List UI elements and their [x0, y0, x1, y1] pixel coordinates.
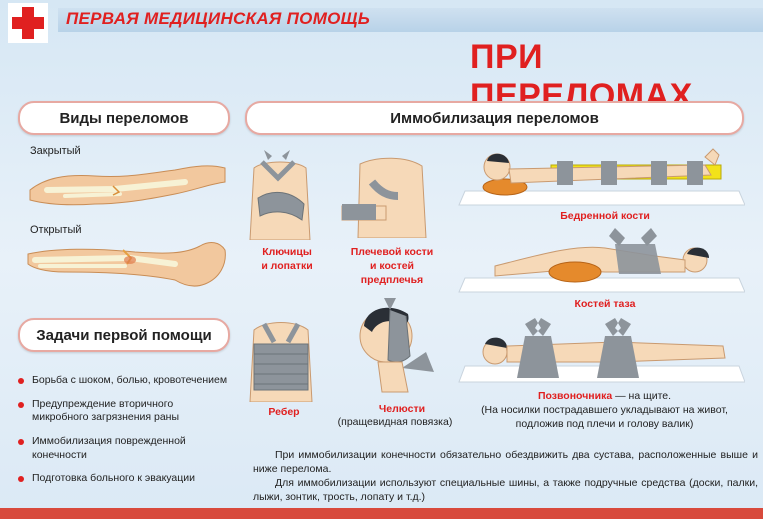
spine-caption: Позвоночника — на щите. (На носилки пост…	[462, 389, 747, 432]
jaw-note: (пращевидная повязка)	[337, 416, 453, 428]
closed-fracture-arm-illustration	[29, 165, 226, 206]
types-heading: Виды переломов	[18, 101, 230, 135]
femur-label: Бедренной кости	[560, 210, 650, 222]
spine-note: (На носилки пострадавшего укладывают на …	[481, 404, 728, 431]
clavicle-sling-illustration	[249, 150, 311, 240]
open-fracture-leg-illustration	[27, 242, 226, 287]
tasks-heading-label: Задачи первой помощи	[36, 326, 212, 344]
shoulder-label: Плечевой кости и костей предплечья	[350, 246, 434, 287]
red-cross-icon	[8, 3, 48, 43]
clavicle-label: Ключицы и лопатки	[261, 246, 313, 273]
ribs-bandage-illustration	[249, 322, 313, 402]
tasks-heading: Задачи первой помощи	[18, 318, 230, 352]
header-bar	[58, 8, 763, 32]
bullet-icon	[18, 378, 24, 384]
task-text: Борьба с шоком, болью, кровотечением	[32, 374, 228, 386]
spine-suffix: — на щите.	[612, 390, 672, 402]
spine-shield-illustration	[458, 318, 745, 383]
spine-label: Позвоночника	[537, 390, 613, 402]
jaw-sling-illustration	[359, 298, 434, 393]
femur-splint-illustration	[458, 148, 745, 206]
task-item: Подготовка больного к эвакуации	[18, 472, 228, 486]
tasks-list: Борьба с шоком, болью, кровотечением Пре…	[18, 374, 228, 496]
bullet-icon	[18, 401, 24, 408]
bullet-icon	[18, 438, 24, 445]
bullet-icon	[18, 476, 24, 483]
shoulder-splint-illustration	[341, 157, 427, 238]
bottom-strip	[0, 508, 763, 519]
types-heading-label: Виды переломов	[59, 109, 189, 127]
task-item: Иммобилизация поврежденной конечности	[18, 435, 228, 462]
task-item: Борьба с шоком, болью, кровотечением	[18, 374, 228, 388]
immobilization-heading: Иммобилизация переломов	[245, 101, 744, 135]
closed-label: Закрытый	[30, 145, 81, 157]
pelvis-label: Костей таза	[574, 298, 636, 310]
pelvis-frog-position-illustration	[458, 228, 745, 293]
footer-text: При иммобилизации конечности обязательно…	[253, 449, 758, 504]
header-subtitle: ПЕРВАЯ МЕДИЦИНСКАЯ ПОМОЩЬ	[66, 9, 371, 28]
footer-paragraph-1: При иммобилизации конечности обязательно…	[253, 449, 758, 475]
footer-paragraph-2: Для иммобилизации используют специальные…	[253, 476, 758, 503]
open-label: Открытый	[30, 224, 82, 236]
task-text: Подготовка больного к эвакуации	[32, 472, 195, 485]
task-text: Иммобилизация поврежденной конечности	[32, 434, 186, 461]
jaw-label: Челюсти	[378, 403, 426, 415]
ribs-label: Ребер	[268, 406, 300, 418]
immobilization-heading-label: Иммобилизация переломов	[390, 109, 599, 127]
task-item: Предупреждение вторичного микробного заг…	[18, 398, 228, 425]
task-text: Предупреждение вторичного микробного заг…	[32, 397, 179, 424]
